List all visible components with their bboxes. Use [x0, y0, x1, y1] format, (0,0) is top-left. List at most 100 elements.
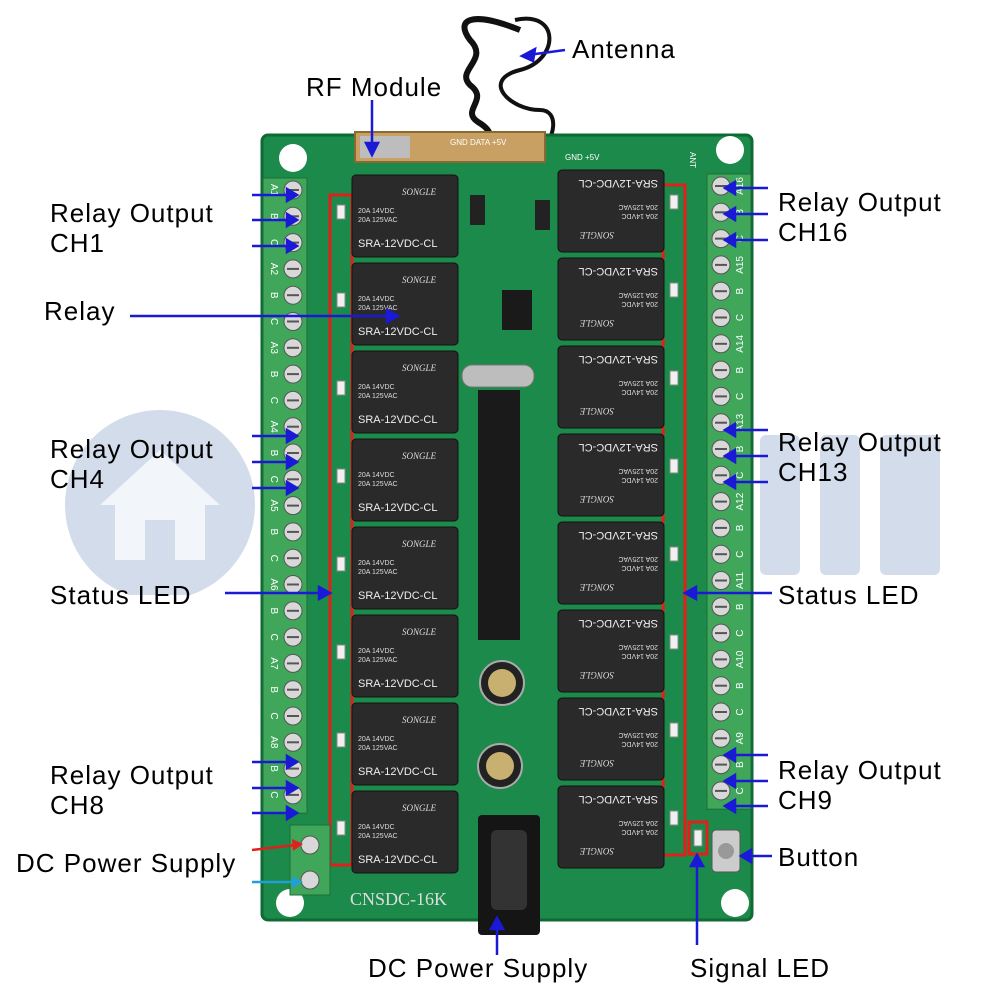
terminal-label: A3: [268, 342, 279, 355]
relay-spec-text-1: 20A 14VDC: [358, 648, 395, 655]
terminal-label: A11: [735, 572, 746, 589]
relay-body: [351, 438, 459, 522]
mount-hole-bl: [276, 889, 304, 917]
pointer-arrows: [130, 46, 772, 955]
terminal-label: B: [735, 524, 746, 531]
terminal-label: A7: [268, 657, 279, 670]
terminal-label: B: [268, 607, 279, 614]
status-led-right-3: [669, 370, 679, 386]
relay-body: [351, 350, 459, 434]
relay-spec-text-1: 20A 14VDC: [358, 472, 395, 479]
terminal-label: B: [735, 761, 746, 768]
arrow-ch16-c-head: [722, 231, 737, 249]
antenna-coil: [461, 16, 556, 153]
terminal-label: C: [735, 787, 746, 794]
label-relay-output-ch16: Relay Output: [778, 187, 942, 217]
relay-model-text: SRA-12VDC-CL: [579, 441, 658, 453]
relay-model-text: SRA-12VDC-CL: [579, 265, 658, 277]
relay-spec-text-2: 20A 125VAC: [618, 291, 658, 298]
relay-spec-text-1: 20A 14VDC: [358, 208, 395, 215]
terminal-block-body: [706, 173, 752, 810]
relay-spec-text-2: 20A 125VAC: [618, 643, 658, 650]
relay-body: [557, 697, 665, 781]
relay-brand-text: SONGLE: [579, 230, 614, 240]
relay-brand-text: SONGLE: [402, 803, 437, 813]
relay-model-text: SRA-12VDC-CL: [358, 766, 437, 778]
arrow-ch8-c-head: [285, 804, 300, 822]
relay-model-text: SRA-12VDC-CL: [579, 177, 658, 189]
relay-model-text: SRA-12VDC-CL: [358, 326, 437, 338]
terminal-label: B: [735, 445, 746, 452]
arrow-power-positive: [251, 843, 297, 852]
terminal-label: A10: [735, 650, 746, 668]
terminal-label: A12: [735, 492, 746, 510]
relay-model-text: SRA-12VDC-CL: [358, 502, 437, 514]
power-terminal-screw: [300, 835, 320, 855]
signal-led-box: [687, 820, 709, 856]
arrow-ch16-b-head: [722, 205, 737, 223]
arrow-ch1-a-head: [285, 186, 300, 204]
small-ic: [502, 290, 532, 330]
arrow-ch9-b-head: [722, 772, 737, 790]
relay-brand-text: SONGLE: [402, 363, 437, 373]
relay-model-text: SRA-12VDC-CL: [579, 353, 658, 365]
arrow-status-led-right-head: [682, 584, 698, 602]
terminal-label: B: [735, 288, 746, 295]
relay-brand-text: SONGLE: [579, 406, 614, 416]
mount-hole-br: [721, 889, 749, 917]
arrow-dc-jack-head: [488, 915, 506, 931]
relay-brand-text: SONGLE: [402, 187, 437, 197]
terminal-label: C: [268, 239, 279, 246]
relay-body: [351, 702, 459, 786]
relay-body: [557, 785, 665, 869]
watermark-door: [145, 520, 175, 560]
arrow-ch1-c-head: [285, 237, 300, 255]
label-rf-module: RF Module: [306, 72, 443, 102]
terminal-label: B: [735, 366, 746, 373]
relay-spec-text-2: 20A 125VAC: [358, 481, 398, 488]
relay-spec-text-2: 20A 125VAC: [618, 731, 658, 738]
status-led-right-6: [669, 634, 679, 650]
relay-spec-text-1: 20A 14VDC: [621, 212, 658, 219]
status-led-left-6: [336, 644, 346, 660]
relay-model-text: SRA-12VDC-CL: [358, 238, 437, 250]
arrow-ch1-b-head: [285, 211, 300, 229]
status-led-right-4: [669, 458, 679, 474]
watermark-glyph-1: [760, 435, 800, 575]
terminal-label: C: [735, 551, 746, 558]
relay-spec-text-1: 20A 14VDC: [621, 828, 658, 835]
relay-model-text: SRA-12VDC-CL: [579, 705, 658, 717]
terminal-label: B: [268, 765, 279, 772]
board-model-label: CNSDC-16K: [350, 889, 447, 909]
status-led-strip-right: [661, 183, 687, 857]
status-leds: [336, 194, 703, 847]
arrow-button-head: [738, 847, 753, 865]
relay-spec-text-2: 20A 125VAC: [358, 745, 398, 752]
terminal-label: A5: [268, 499, 279, 512]
status-led-left-8: [336, 820, 346, 836]
label-antenna: Antenna: [572, 34, 676, 64]
terminal-label: C: [268, 712, 279, 719]
relay-spec-text-2: 20A 125VAC: [358, 833, 398, 840]
label-dc-power-supply-bottom: DC Power Supply: [368, 953, 589, 983]
arrow-rf-module-head: [363, 141, 381, 158]
arrow-ch4-c-head: [285, 479, 300, 497]
